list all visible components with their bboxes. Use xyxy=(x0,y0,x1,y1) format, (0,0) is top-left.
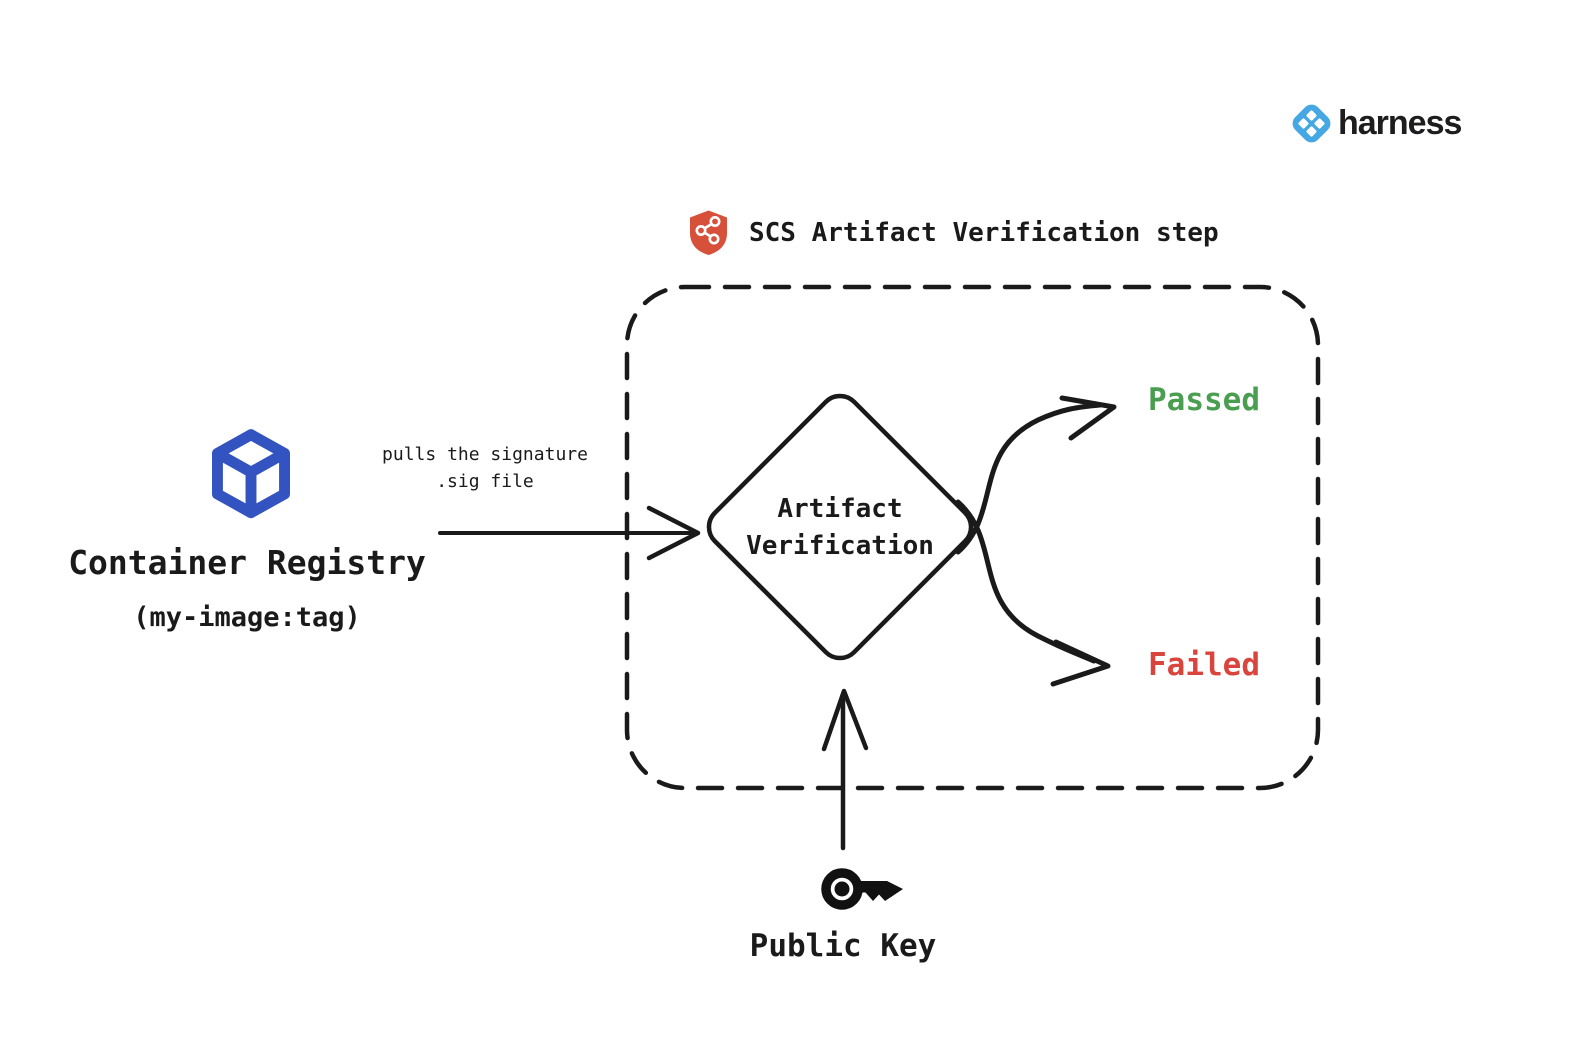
passed-arrow xyxy=(955,395,1117,555)
harness-logo-text: harness xyxy=(1338,104,1462,142)
pull-arrow xyxy=(438,505,701,561)
pull-arrow-label-line1: pulls the signature xyxy=(382,444,588,465)
step-boundary-box xyxy=(624,284,1321,791)
harness-logo-icon xyxy=(1292,104,1331,143)
passed-outcome-label: Passed xyxy=(1148,382,1260,418)
decision-label-line1: Artifact xyxy=(777,494,903,524)
key-icon xyxy=(821,868,903,910)
decision-diamond xyxy=(706,393,974,661)
container-registry-sublabel: (my-image:tag) xyxy=(133,602,361,633)
step-title-text: SCS Artifact Verification step xyxy=(749,217,1219,248)
harness-logo: harness xyxy=(1289,101,1462,146)
cube-icon xyxy=(212,429,290,519)
pull-arrow-label-line2: .sig file xyxy=(436,471,534,492)
failed-outcome-label: Failed xyxy=(1148,647,1260,683)
step-title: SCS Artifact Verification step xyxy=(688,209,1219,256)
public-key-label: Public Key xyxy=(749,928,937,964)
public-key-arrow xyxy=(821,688,869,851)
shield-graph-icon xyxy=(690,210,727,255)
container-registry-label: Container Registry xyxy=(68,543,426,582)
pull-arrow-label: pulls the signature .sig file xyxy=(345,441,625,495)
decision-label-line2: Verification xyxy=(746,531,934,561)
failed-arrow xyxy=(955,499,1111,687)
